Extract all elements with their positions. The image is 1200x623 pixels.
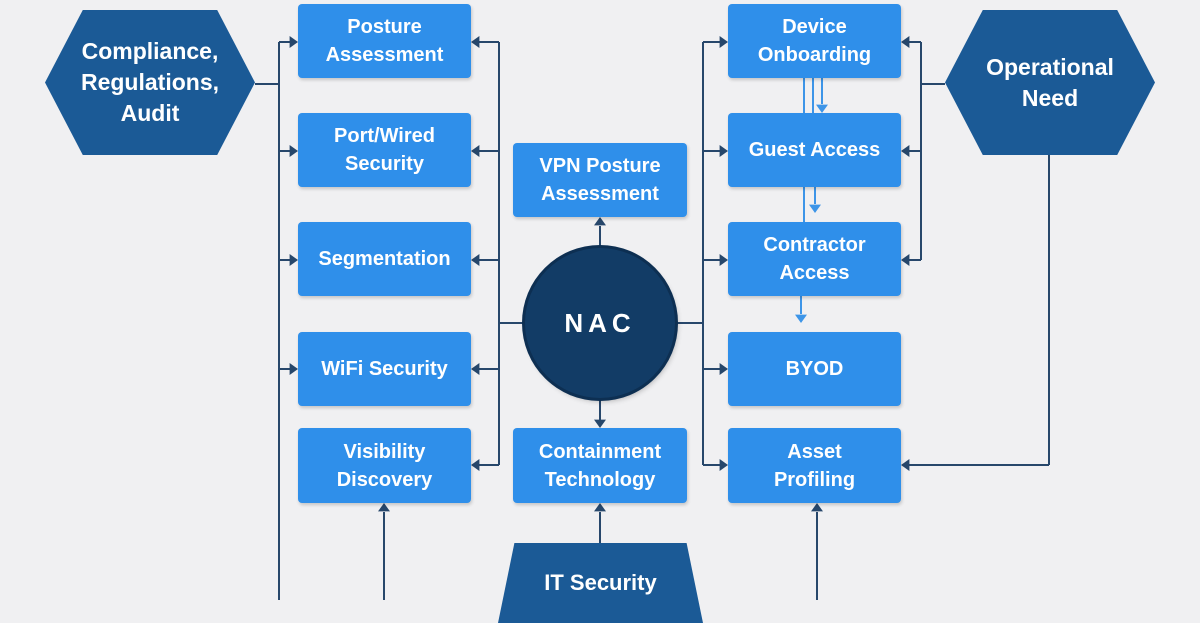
vpn-posture-assessment-box: VPN Posture Assessment [513, 143, 687, 217]
arrowhead [901, 145, 910, 157]
arrowhead [719, 36, 728, 48]
arrowhead [816, 104, 828, 113]
arrowhead [719, 145, 728, 157]
arrowhead [289, 254, 298, 266]
arrowhead [809, 204, 821, 213]
nac-diagram: Compliance, Regulations, Audit Operation… [45, 4, 1155, 623]
arrowhead [719, 459, 728, 471]
nac-hub-circle: NAC [525, 248, 675, 398]
arrowhead [901, 254, 910, 266]
contractor-access-box: Contractor Access [728, 222, 901, 296]
arrowhead [378, 503, 390, 512]
arrowhead [719, 254, 728, 266]
visibility-discovery-box: Visibility Discovery [298, 428, 471, 503]
byod-box: BYOD [728, 332, 901, 406]
containment-technology-box: Containment Technology [513, 428, 687, 503]
arrowhead [289, 145, 298, 157]
arrowhead [471, 36, 480, 48]
arrowhead [471, 145, 480, 157]
arrowhead [594, 217, 606, 226]
operational-need-hexagon: Operational Need [945, 10, 1155, 155]
arrowhead [289, 36, 298, 48]
compliance-hexagon: Compliance, Regulations, Audit [45, 10, 255, 155]
posture-assessment-box: Posture Assessment [298, 4, 471, 78]
arrowhead [795, 314, 807, 323]
nac-hub-label: NAC [564, 307, 636, 338]
arrowhead [901, 36, 910, 48]
wifi-security-box: WiFi Security [298, 332, 471, 406]
arrowhead [289, 363, 298, 375]
arrowhead [811, 503, 823, 512]
arrowhead [594, 503, 606, 512]
port-wired-security-box: Port/Wired Security [298, 113, 471, 187]
guest-access-box: Guest Access [728, 113, 901, 187]
connector-lines [255, 36, 1050, 600]
device-onboarding-box: Device Onboarding [728, 4, 901, 78]
it-security-hexagon: IT Security [498, 543, 703, 623]
arrowhead [471, 254, 480, 266]
segmentation-box: Segmentation [298, 222, 471, 296]
arrowhead [719, 363, 728, 375]
arrowhead [594, 419, 606, 428]
asset-profiling-box: Asset Profiling [728, 428, 901, 503]
arrowhead [471, 459, 480, 471]
arrowhead [471, 363, 480, 375]
arrowhead [901, 459, 910, 471]
